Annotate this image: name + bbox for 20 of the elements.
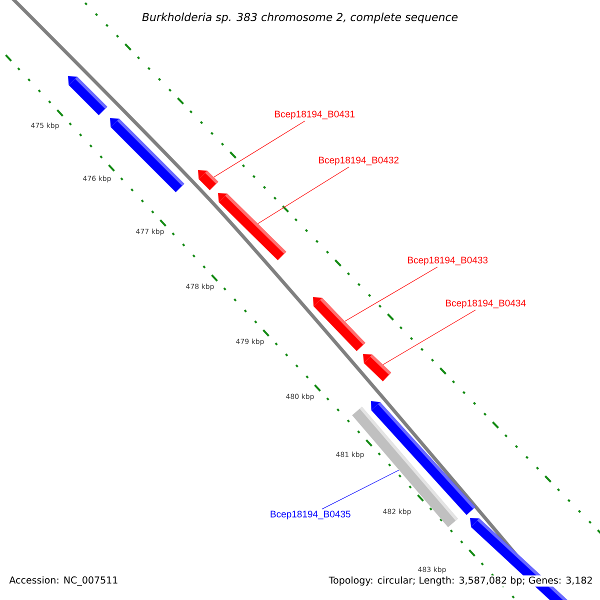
- leader-line: [258, 166, 350, 224]
- gene-bar: [313, 297, 366, 352]
- gene-label: Bcep18194_B0434: [446, 300, 526, 308]
- gene-bar: [68, 76, 108, 116]
- gene-bar: [110, 118, 184, 192]
- gene-label: Bcep18194_B0432: [318, 156, 399, 166]
- footer-text: Topology: circular; Length: 3,587,082 bp; Genes: 3,182: [328, 575, 594, 587]
- gene-label: Bcep18194_B0431: [274, 110, 355, 120]
- gene-bar: [218, 193, 286, 260]
- leader-line: [382, 310, 476, 365]
- gene-bar: [198, 170, 218, 190]
- leader-line: [344, 266, 438, 322]
- leader-line: [322, 470, 400, 510]
- gene-bar: [363, 354, 392, 382]
- leader-line: [214, 120, 306, 178]
- gene-label: Bcep18194_B0433: [408, 256, 488, 266]
- footer-text: Accession: NC_007511: [9, 576, 118, 586]
- gene-bar: [371, 401, 476, 516]
- title: Burkholderia sp. 383 chromosome 2, complete sequence: [142, 12, 458, 24]
- gene-label: Bcep18194_B0435: [270, 510, 350, 520]
